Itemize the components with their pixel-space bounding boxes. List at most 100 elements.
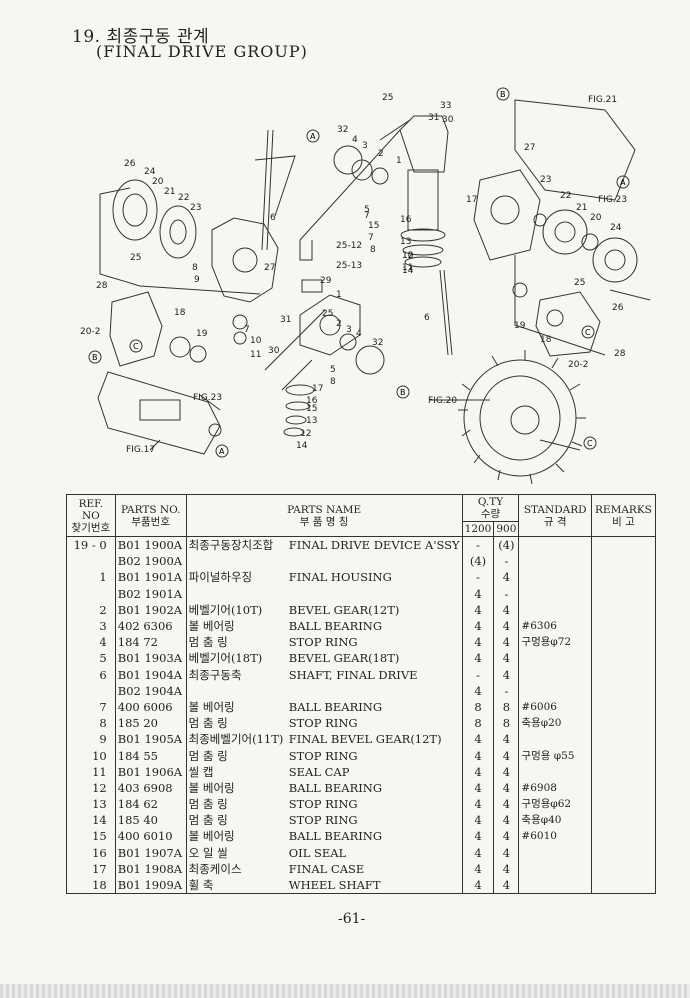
header-qty-1200: 1200	[461, 521, 495, 537]
callout: 23	[540, 175, 551, 185]
marker-c: C	[587, 439, 593, 448]
cell-q1: 4	[462, 585, 495, 602]
callout: 33	[440, 101, 451, 111]
cell-ref: 17	[66, 860, 116, 877]
cell-ref: 5	[66, 650, 116, 667]
cell-ref: 1	[66, 569, 116, 586]
cell-std	[518, 666, 592, 683]
cell-kr: 최종베벨기어(11T)	[188, 732, 284, 747]
cell-ref: 13	[66, 796, 116, 813]
callout: 20	[152, 177, 164, 187]
callout: 25	[382, 93, 393, 103]
callout: 26	[124, 159, 136, 169]
callout: 17	[466, 195, 477, 205]
cell-kr: 볼 베어링	[188, 780, 235, 795]
cell-std: #6908	[518, 779, 592, 796]
header-qty-900: 900	[493, 521, 520, 537]
cell-kr	[186, 553, 287, 569]
cell-pno: B01 1908A	[115, 860, 187, 877]
header-parts-no: PARTS NO.부품번호	[114, 494, 187, 537]
cell-pno: B01 1907A	[115, 844, 187, 861]
cell-en: BALL BEARING	[286, 617, 463, 635]
cell-std	[518, 650, 592, 667]
cell-pno: 184 72	[115, 634, 187, 651]
cell-q2: -	[493, 553, 520, 570]
cell-rem	[591, 553, 657, 570]
cell-q2: 4	[493, 860, 520, 877]
callout: 27	[264, 263, 275, 273]
center-lower-housing-drawing	[264, 240, 385, 437]
cell-q1: 4	[462, 812, 495, 829]
callout: 9	[194, 275, 200, 285]
cell-en: STOP RING	[286, 812, 463, 829]
cell-rem	[591, 796, 657, 813]
cell-ref: 19 - 0	[66, 536, 116, 554]
cell-q1: 4	[462, 860, 495, 877]
cell-rem	[591, 876, 657, 895]
callout: 12	[300, 429, 311, 439]
cell-pno: B01 1906A	[115, 763, 187, 780]
right-final-case-drawing	[473, 99, 651, 357]
cell-kr: 최종케이스	[188, 861, 242, 876]
cell-kr: 베벨기어(10T)	[188, 602, 263, 617]
center-shaft-drawing	[299, 115, 453, 356]
cell-pno: B01 1903A	[115, 650, 187, 667]
callout: 2	[378, 149, 384, 159]
cell-pno: 184 62	[115, 796, 187, 813]
cell-en	[286, 553, 463, 570]
cell-ref: 18	[66, 876, 116, 895]
cell-std	[518, 536, 592, 554]
marker-b: B	[92, 353, 98, 362]
cell-en: SEAL CAP	[286, 763, 463, 780]
cell-rem	[591, 698, 657, 716]
marker-c: C	[133, 342, 139, 351]
cell-std	[518, 876, 592, 895]
cell-rem	[591, 569, 657, 586]
cell-ref: 8	[66, 715, 116, 732]
callout: 16	[306, 396, 318, 406]
cell-rem	[591, 536, 657, 554]
cell-rem	[591, 779, 657, 796]
marker-a: A	[310, 132, 316, 141]
callout: 1	[396, 156, 402, 166]
cell-kr: 볼 베어링	[188, 829, 235, 844]
callout: 13	[400, 237, 411, 247]
callout: 2	[336, 319, 342, 329]
callout: 3	[346, 325, 352, 335]
cell-en	[286, 682, 463, 699]
callout: 14	[296, 441, 308, 451]
callout: 19	[514, 321, 526, 331]
cell-q1: 4	[462, 634, 495, 651]
cell-en: BEVEL GEAR(12T)	[286, 601, 463, 618]
cell-q2: 4	[493, 779, 520, 796]
cell-kr: 베벨기어(18T)	[188, 651, 263, 666]
callout: 22	[560, 191, 571, 201]
cell-pno: 400 6010	[115, 828, 187, 845]
callout: 25	[322, 309, 333, 319]
cell-ref: 2	[66, 601, 116, 618]
cell-q2: 4	[493, 617, 520, 635]
cell-rem	[591, 747, 657, 764]
cell-q1: -	[462, 536, 495, 554]
callout: 11	[250, 350, 261, 360]
cell-q1: 8	[462, 698, 495, 716]
callout: 7	[244, 325, 250, 335]
cell-std	[518, 553, 592, 570]
cell-kr: 오 일 씰	[188, 845, 228, 860]
cell-std: 축용φ40	[518, 812, 592, 829]
cell-pno: 185 20	[115, 715, 187, 732]
cell-std	[518, 682, 592, 699]
cell-pno: B02 1901A	[115, 585, 187, 602]
callout: 14	[402, 266, 414, 276]
